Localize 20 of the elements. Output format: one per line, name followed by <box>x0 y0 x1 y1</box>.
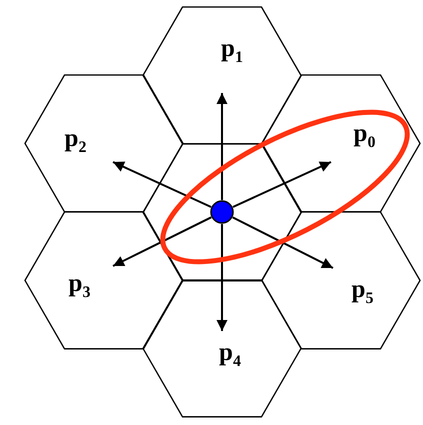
hexagon-cell <box>143 144 301 280</box>
arrow <box>232 216 334 269</box>
arrow <box>216 93 228 200</box>
hexagon-cell <box>24 75 182 212</box>
arrow <box>216 224 228 331</box>
arrow <box>232 161 332 208</box>
arrow <box>112 216 212 267</box>
hexagon-cell <box>24 212 182 349</box>
arrow <box>112 161 212 208</box>
cell-label: p$_{3}$ <box>68 271 90 302</box>
cell-label: p$_{5}$ <box>352 277 374 308</box>
hexagon-cell <box>143 280 301 418</box>
hexagon-cell <box>262 75 420 212</box>
cell-label: p$_{2}$ <box>64 126 86 156</box>
cell-label: p$_{4}$ <box>219 340 241 370</box>
cell-label: p$_{0}$ <box>354 120 376 151</box>
hexagon-cell <box>262 212 420 349</box>
cell-label: p$_{1}$ <box>221 36 243 66</box>
dot-marker <box>210 200 234 224</box>
hexagon-cell <box>143 6 301 144</box>
